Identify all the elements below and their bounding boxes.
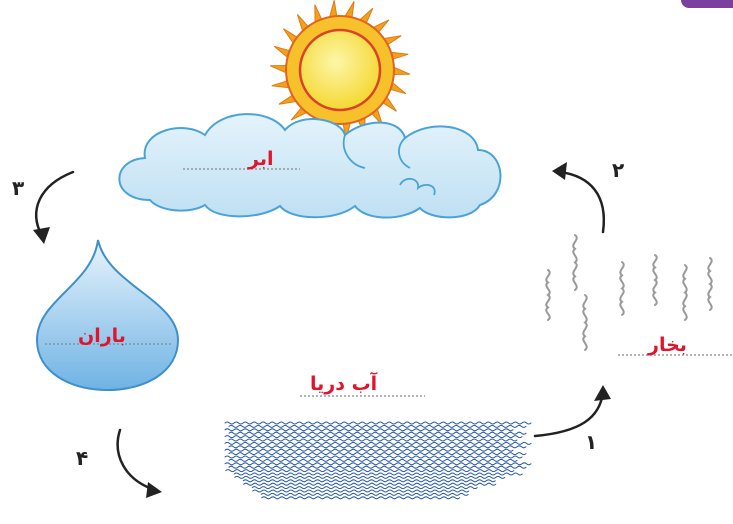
arrow-4 (118, 430, 155, 490)
vapor-label: بخار (648, 336, 687, 355)
arrowhead-3 (33, 227, 50, 244)
raindrop-icon (37, 240, 178, 390)
step-2-number: ۲ (612, 160, 624, 180)
arrowhead-2 (552, 162, 567, 180)
arrowhead-4 (146, 482, 162, 498)
step-3-number: ۳ (12, 178, 24, 198)
rain-label: باران (78, 327, 126, 346)
arrow-2 (560, 172, 604, 232)
arrow-3 (36, 172, 73, 236)
cloud-label: ابر (248, 150, 273, 169)
sun-icon (270, 0, 410, 140)
vapor-icon (546, 235, 711, 350)
sea-water-label: آب دریا (310, 375, 377, 394)
step-4-number: ۴ (76, 448, 88, 468)
step-1-number: ۱ (585, 432, 597, 452)
sea-water-icon (225, 422, 531, 499)
cloud-icon (119, 114, 500, 217)
arrowhead-1 (594, 385, 611, 401)
